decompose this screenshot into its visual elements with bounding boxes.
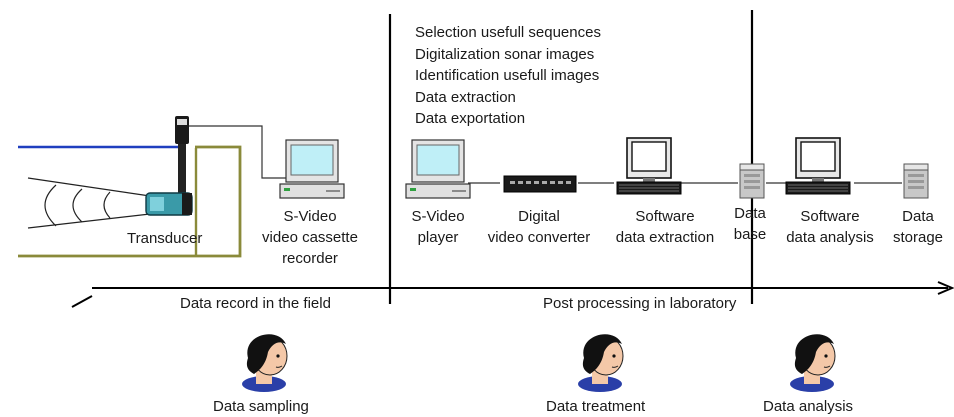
sonar-beam — [27, 177, 151, 229]
mounting-frame — [18, 145, 242, 258]
person-treatment-icon — [577, 333, 624, 393]
converter-label: Digital video converter — [487, 208, 591, 246]
s-video-player-icon — [405, 139, 471, 199]
database-label: Data base — [733, 205, 767, 243]
s-video-recorder-icon — [279, 139, 345, 199]
data-extraction-workstation-icon — [616, 137, 682, 195]
step-item: Identification usefull images — [415, 67, 600, 84]
analysis-label: Software data analysis — [786, 208, 874, 246]
step-item: Digitalization sonar images — [415, 45, 595, 63]
data-analysis-workstation-icon — [785, 137, 851, 195]
role-analysis-label: Data analysis — [763, 398, 854, 415]
player-label: S-Video player — [411, 208, 465, 246]
timeline-arrow — [937, 281, 954, 295]
step-item: Data exportation — [415, 110, 526, 127]
step-item: Data extraction — [415, 88, 516, 106]
storage-label: Data storage — [892, 208, 944, 246]
transducer-label: Transducer — [127, 230, 203, 247]
extraction-label: Software data extraction — [615, 208, 715, 246]
person-sampling-icon — [241, 333, 288, 393]
role-treatment-label: Data treatment — [546, 398, 646, 415]
recorder-label: S-Video video cassette recorder — [262, 208, 358, 267]
database-server-icon — [739, 163, 765, 199]
data-storage-server-icon — [903, 163, 929, 199]
transducer-device — [145, 116, 193, 216]
phase-lab-label: Post processing in laboratory — [543, 295, 737, 312]
phase-field-label: Data record in the field — [180, 295, 331, 312]
video-converter-icon — [503, 175, 577, 193]
person-analysis-icon — [789, 333, 836, 393]
step-item: Selection usefull sequences — [415, 24, 601, 41]
processing-steps-list: Selection usefull sequences Digitalizati… — [415, 22, 601, 130]
role-sampling-label: Data sampling — [213, 398, 309, 415]
